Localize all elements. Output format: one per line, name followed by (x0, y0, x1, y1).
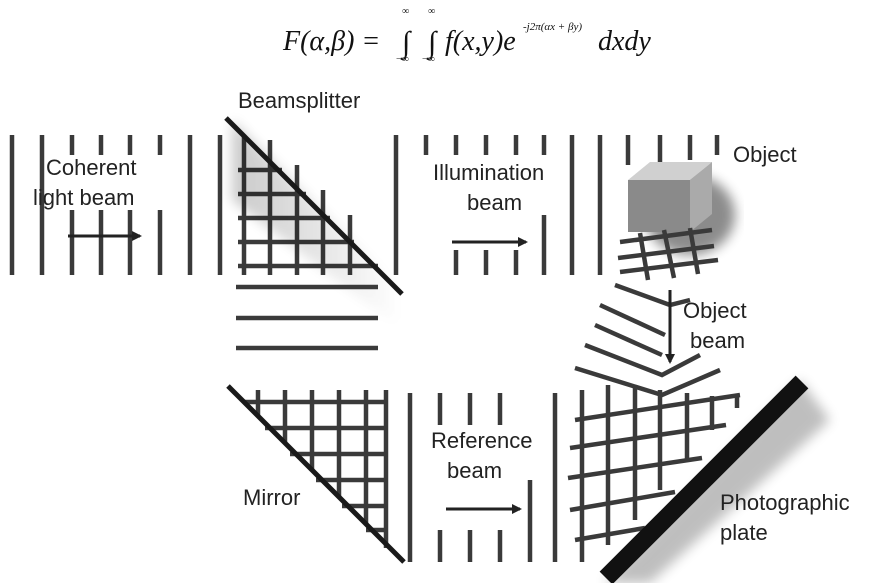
object-scatter-wavefronts (617, 227, 719, 281)
label-coherent-line1: Coherent (46, 155, 137, 180)
label-plate-line1: Photographic (720, 490, 850, 515)
object-cube (628, 162, 712, 232)
reference-beam-wavefronts (407, 393, 558, 562)
split-beam-wavefronts (236, 284, 378, 351)
label-coherent-line2: light beam (33, 185, 135, 210)
label-object: Object (733, 142, 797, 167)
integral-1-lower: −∞ (396, 54, 409, 65)
integral-sign-1: ∫ (400, 26, 412, 61)
photographic-plate (599, 375, 809, 583)
label-mirror: Mirror (243, 485, 300, 510)
coherent-beam-wavefronts (9, 135, 223, 275)
label-illumination-line2: beam (467, 190, 522, 215)
illumination-beam-wavefronts (393, 135, 720, 275)
integral-sign-2: ∫ (426, 26, 438, 61)
equation-differential: dxdy (598, 26, 651, 57)
integral-2-lower: −∞ (422, 54, 435, 65)
interference-grid (567, 385, 741, 562)
equation-exponent: -j2π(αx + βy) (523, 21, 582, 33)
label-reference-line2: beam (447, 458, 502, 483)
beamsplitter-mirror (224, 116, 404, 296)
beamsplitter-shadow (232, 120, 402, 330)
label-reference-line1: Reference (431, 428, 533, 453)
integral-1-upper: ∞ (402, 6, 409, 17)
equation-integrand: f(x,y)e (445, 26, 516, 57)
mirror (226, 384, 406, 564)
label-object-beam-line2: beam (690, 328, 745, 353)
integral-2-upper: ∞ (428, 6, 435, 17)
equation-lhs: F(α,β) = (282, 26, 380, 57)
fourier-equation: F(α,β) = ∫ ∞ −∞ ∫ ∞ −∞ f(x,y)e -j2π(αx +… (282, 6, 651, 65)
label-beamsplitter: Beamsplitter (238, 88, 360, 113)
label-illumination-line1: Illumination (433, 160, 544, 185)
label-object-beam-line1: Object (683, 298, 747, 323)
label-plate-line2: plate (720, 520, 768, 545)
